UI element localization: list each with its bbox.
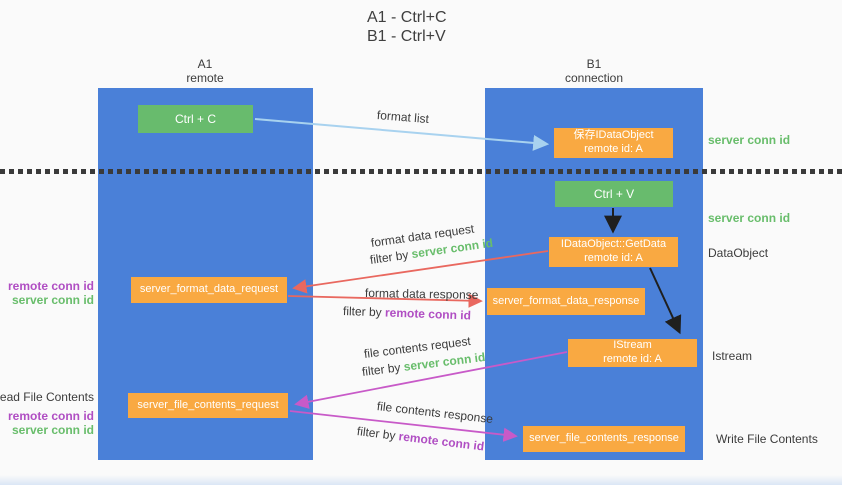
node-server-file-contents-request: server_file_contents_request: [128, 393, 288, 418]
node-ctrl-v: Ctrl + V: [555, 181, 673, 207]
node-idataobject-getdata: IDataObject::GetData remote id: A: [549, 237, 678, 267]
edge-label-file-contents-response: file contents response: [376, 399, 494, 426]
edge-label-format-list: format list: [376, 108, 429, 126]
filter-by-text: filter by: [356, 424, 397, 443]
edge-label-filter-remote-1: filter by remote conn id: [343, 304, 471, 322]
annotation-dataobject: DataObject: [708, 246, 768, 260]
filter-by-text: filter by: [342, 304, 382, 320]
dataobject-text: DataObject: [708, 246, 769, 260]
node-save-idataobject: 保存IDataObject remote id: A: [554, 128, 673, 158]
lane-b1-subtitle: connection: [564, 71, 624, 85]
annotation-conn-ids-bottom: remote conn id server conn id: [8, 409, 94, 437]
annotation-istream: Istream: [712, 349, 752, 363]
remote-conn-id-text: remote conn id: [7, 409, 94, 423]
node-file-request-label: server_file_contents_request: [137, 398, 279, 411]
lane-a1-title: A1: [197, 57, 213, 71]
node-ctrl-c-label: Ctrl + C: [174, 111, 216, 126]
filter-by-text: filter by: [369, 247, 410, 267]
write-file-contents-text: Write File Contents: [716, 432, 818, 446]
server-conn-id-text: server conn id: [708, 211, 791, 225]
lane-a1-subtitle: remote: [186, 71, 224, 85]
node-istream-line1: IStream: [613, 339, 652, 352]
annotation-read-file-contents: Read File Contents: [0, 390, 94, 404]
node-server-file-contents-response: server_file_contents_response: [523, 426, 685, 452]
node-file-response-label: server_file_contents_response: [529, 432, 679, 445]
node-ctrl-v-label: Ctrl + V: [593, 186, 635, 201]
node-format-response-label: server_format_data_response: [492, 294, 640, 307]
lane-header-a1: A1 remote: [155, 57, 255, 85]
edge-label-format-data-response: format data response: [365, 286, 479, 302]
node-istream: IStream remote id: A: [568, 339, 697, 367]
annotation-write-file-contents: Write File Contents: [716, 432, 818, 446]
istream-text: Istream: [712, 349, 753, 363]
read-file-contents-text: Read File Contents: [0, 390, 94, 404]
format-data-response-text: format data response: [364, 286, 479, 302]
node-getdata-line2: remote id: A: [584, 252, 643, 264]
title-line-2: B1 - Ctrl+V: [367, 28, 446, 45]
server-conn-id-text: server conn id: [11, 423, 94, 437]
format-list-text: format list: [376, 108, 430, 127]
title-line-1: A1 - Ctrl+C: [367, 9, 447, 26]
node-ctrl-c: Ctrl + C: [138, 105, 253, 133]
file-contents-response-text: file contents response: [376, 399, 494, 427]
edge-label-filter-remote-2: filter by remote conn id: [356, 424, 485, 454]
bottom-edge-gradient: [0, 475, 842, 485]
node-server-format-data-response: server_format_data_response: [487, 288, 645, 315]
annotation-conn-ids-top: remote conn id server conn id: [8, 279, 94, 307]
node-getdata-line1: IDataObject::GetData: [560, 238, 667, 251]
remote-conn-id-text: remote conn id: [384, 305, 472, 323]
server-conn-id-text: server conn id: [708, 133, 791, 147]
node-save-idataobject-line1: 保存IDataObject: [573, 129, 654, 142]
annotation-server-conn-id-mid: server conn id: [708, 211, 790, 225]
server-conn-id-text: server conn id: [11, 293, 94, 307]
node-format-request-label: server_format_data_request: [139, 283, 279, 296]
node-save-idataobject-line2: remote id: A: [584, 143, 643, 155]
remote-conn-id-text: remote conn id: [7, 279, 94, 293]
lane-header-b1: B1 connection: [544, 57, 644, 85]
filter-by-text: filter by: [361, 360, 402, 379]
lane-b1-title: B1: [586, 57, 602, 71]
node-server-format-data-request: server_format_data_request: [131, 277, 287, 303]
annotation-server-conn-id-top: server conn id: [708, 133, 790, 147]
node-istream-line2: remote id: A: [603, 353, 662, 365]
remote-conn-id-text: remote conn id: [397, 429, 485, 454]
dotted-divider: [0, 169, 842, 174]
diagram-title: A1 - Ctrl+C B1 - Ctrl+V: [367, 8, 447, 46]
